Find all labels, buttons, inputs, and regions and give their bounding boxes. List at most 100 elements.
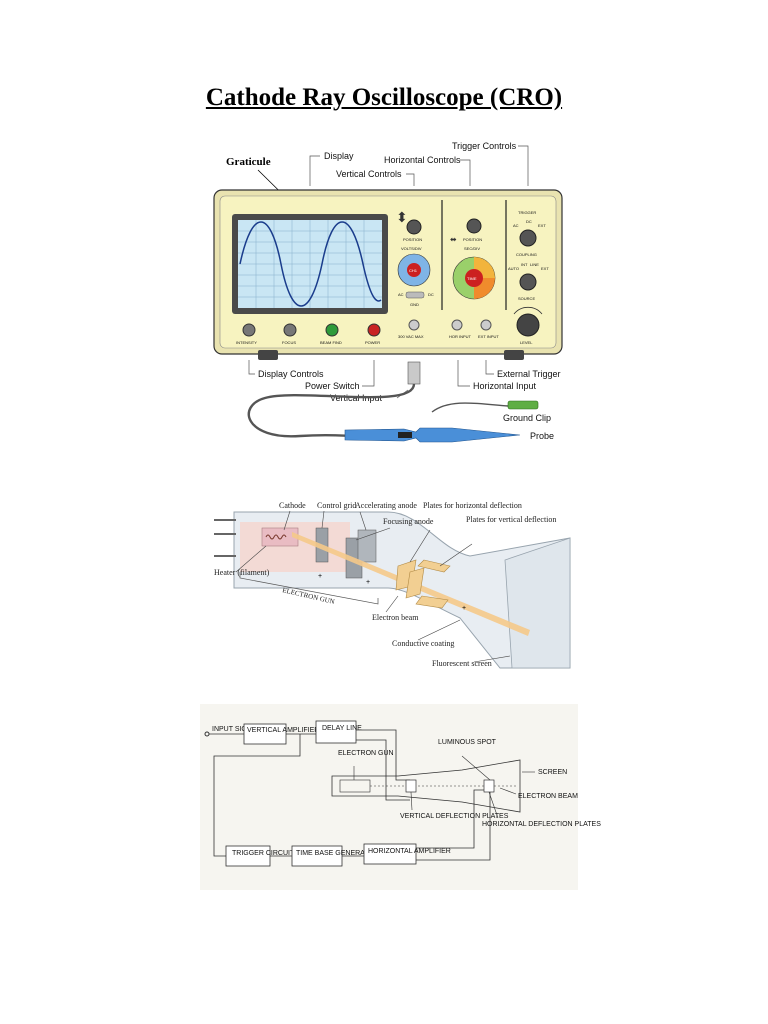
- waveform-trace: [239, 221, 382, 307]
- electron-gun-bracket: [239, 572, 379, 605]
- ground-lead: [431, 402, 509, 413]
- label-luminous-spot: LUMINOUS SPOT: [438, 739, 497, 746]
- wire-hamp-to-plate-2: [416, 792, 491, 861]
- label-electron-beam: Electron beam: [372, 613, 419, 622]
- label-trigger: TRIGGER: [518, 210, 536, 215]
- graticule-grid: [238, 220, 382, 308]
- hor-input-jack[interactable]: [451, 319, 463, 331]
- heater-coil: [265, 534, 287, 540]
- label-source-int: INT: [521, 262, 528, 267]
- probe-switch: [398, 432, 412, 438]
- control-grid-leader: [321, 510, 325, 529]
- plus-sign-2: +: [366, 579, 370, 586]
- display-leader: [309, 155, 320, 186]
- plates-horizontal-leader: [409, 529, 431, 563]
- beam-find-button[interactable]: [325, 323, 339, 337]
- accelerating-anode-leader: [359, 511, 367, 531]
- label-ground-clip: Ground Clip: [503, 413, 551, 423]
- label-beam-find: BEAM FIND: [320, 340, 342, 345]
- plus-sign-3: +: [462, 605, 466, 612]
- label-power: POWER: [365, 340, 380, 345]
- vertical-plate-1: [417, 559, 451, 573]
- display-controls-leader: [248, 360, 255, 375]
- vertical-position-knob[interactable]: [406, 219, 422, 235]
- horizontal-amplifier-block: [363, 843, 417, 865]
- label-horizontal-input: Horizontal Input: [473, 381, 537, 391]
- label-intensity: INTENSITY: [236, 340, 257, 345]
- label-electron-gun-bd: ELECTRON GUN: [338, 750, 394, 757]
- plus-sign-1: +: [318, 573, 322, 580]
- scope-foot-left: [258, 350, 278, 360]
- label-horizontal-deflection-plates: HORIZONTAL DEFLECTION PLATES: [482, 821, 601, 828]
- label-display: Display: [324, 151, 354, 161]
- label-vertical-deflection-plates: VERTICAL DEFLECTION PLATES: [400, 813, 509, 820]
- label-hor-input: HOR INPUT: [449, 334, 472, 339]
- ground-clip: [507, 400, 539, 410]
- label-electron-beam-bd: ELECTRON BEAM: [518, 793, 578, 800]
- electron-beam-leader-bd: [499, 787, 517, 795]
- label-position-h: POSITION: [463, 237, 482, 242]
- probe-body: [344, 427, 521, 443]
- label-level: LEVEL: [520, 340, 533, 345]
- horizontal-input-leader: [457, 360, 470, 387]
- label-horizontal-amplifier: HORIZONTAL AMPLIFIER: [368, 848, 451, 855]
- volts-div-knob[interactable]: [407, 263, 421, 277]
- label-graticule: Graticule: [226, 156, 271, 168]
- label-coupling-dc: DC: [526, 219, 532, 224]
- label-gnd: GND: [410, 302, 419, 307]
- label-probe: Probe: [530, 431, 554, 441]
- label-coupling-ext: EXT: [538, 223, 546, 228]
- label-plates-vertical: Plates for vertical deflection: [466, 515, 556, 524]
- vertical-controls-leader: [406, 173, 415, 186]
- figure-block-diagram: INPUT SIGNAL VERTICAL AMPLIFIER DELAY LI…: [200, 704, 601, 890]
- source-knob[interactable]: [519, 273, 537, 291]
- scope-foot-right: [504, 350, 524, 360]
- power-button[interactable]: [367, 323, 381, 337]
- level-knob[interactable]: [516, 313, 540, 337]
- vertical-plates-leader: [410, 791, 413, 811]
- horizontal-controls-leader: [460, 159, 471, 186]
- label-heater: Heater (filament): [214, 568, 270, 577]
- page-title: Cathode Ray Oscilloscope (CRO): [205, 84, 563, 111]
- cathode-leader: [283, 510, 291, 531]
- base-pins: [214, 519, 236, 557]
- label-control-grid: Control grid: [317, 501, 356, 510]
- label-focus: FOCUS: [282, 340, 296, 345]
- focus-knob[interactable]: [283, 323, 297, 337]
- label-source: SOURCE: [518, 296, 535, 301]
- label-volts-div: VOLTS/DIV: [401, 246, 422, 251]
- external-trigger-leader: [485, 360, 494, 375]
- coupling-switch[interactable]: [405, 291, 425, 299]
- wire-hamp-to-plate-1: [416, 789, 484, 849]
- label-coupling-ac: AC: [513, 223, 519, 228]
- probe-cable: [247, 383, 416, 438]
- label-external-trigger: External Trigger: [497, 369, 561, 379]
- wire-to-trigger: [213, 734, 301, 857]
- crt-outline: [331, 759, 521, 813]
- label-horiz-knob: TIME: [467, 276, 477, 281]
- coupling-knob[interactable]: [519, 229, 537, 247]
- label-trigger-controls: Trigger Controls: [452, 141, 517, 151]
- label-dc: DC: [428, 292, 434, 297]
- vertical-input-jack[interactable]: [408, 319, 420, 331]
- up-arrow-icon: ⬍: [396, 209, 408, 225]
- level-scale: [513, 306, 543, 315]
- sec-div-knob[interactable]: [465, 269, 483, 287]
- luminous-spot-leader: [461, 755, 491, 781]
- vertical-deflection-plates-box: [405, 779, 417, 793]
- label-vertical-controls: Vertical Controls: [336, 169, 402, 179]
- power-switch-leader: [362, 360, 375, 387]
- left-right-arrow-icon: ⬌: [450, 235, 457, 244]
- ext-input-jack[interactable]: [480, 319, 492, 331]
- conductive-coating-leader: [417, 619, 461, 641]
- label-ext-input: EXT INPUT: [478, 334, 499, 339]
- figure-oscilloscope: Graticule Display Vertical Controls Hori…: [213, 141, 563, 443]
- vertical-plate-2: [415, 595, 449, 609]
- label-electron-gun: ELECTRON GUN: [282, 586, 336, 606]
- label-vac-max: 300 VAC MAX: [398, 334, 424, 339]
- horizontal-position-knob[interactable]: [466, 218, 482, 234]
- electron-beam-leader: [385, 595, 399, 613]
- intensity-knob[interactable]: [242, 323, 256, 337]
- wire-delay-to-plate-1: [356, 729, 410, 781]
